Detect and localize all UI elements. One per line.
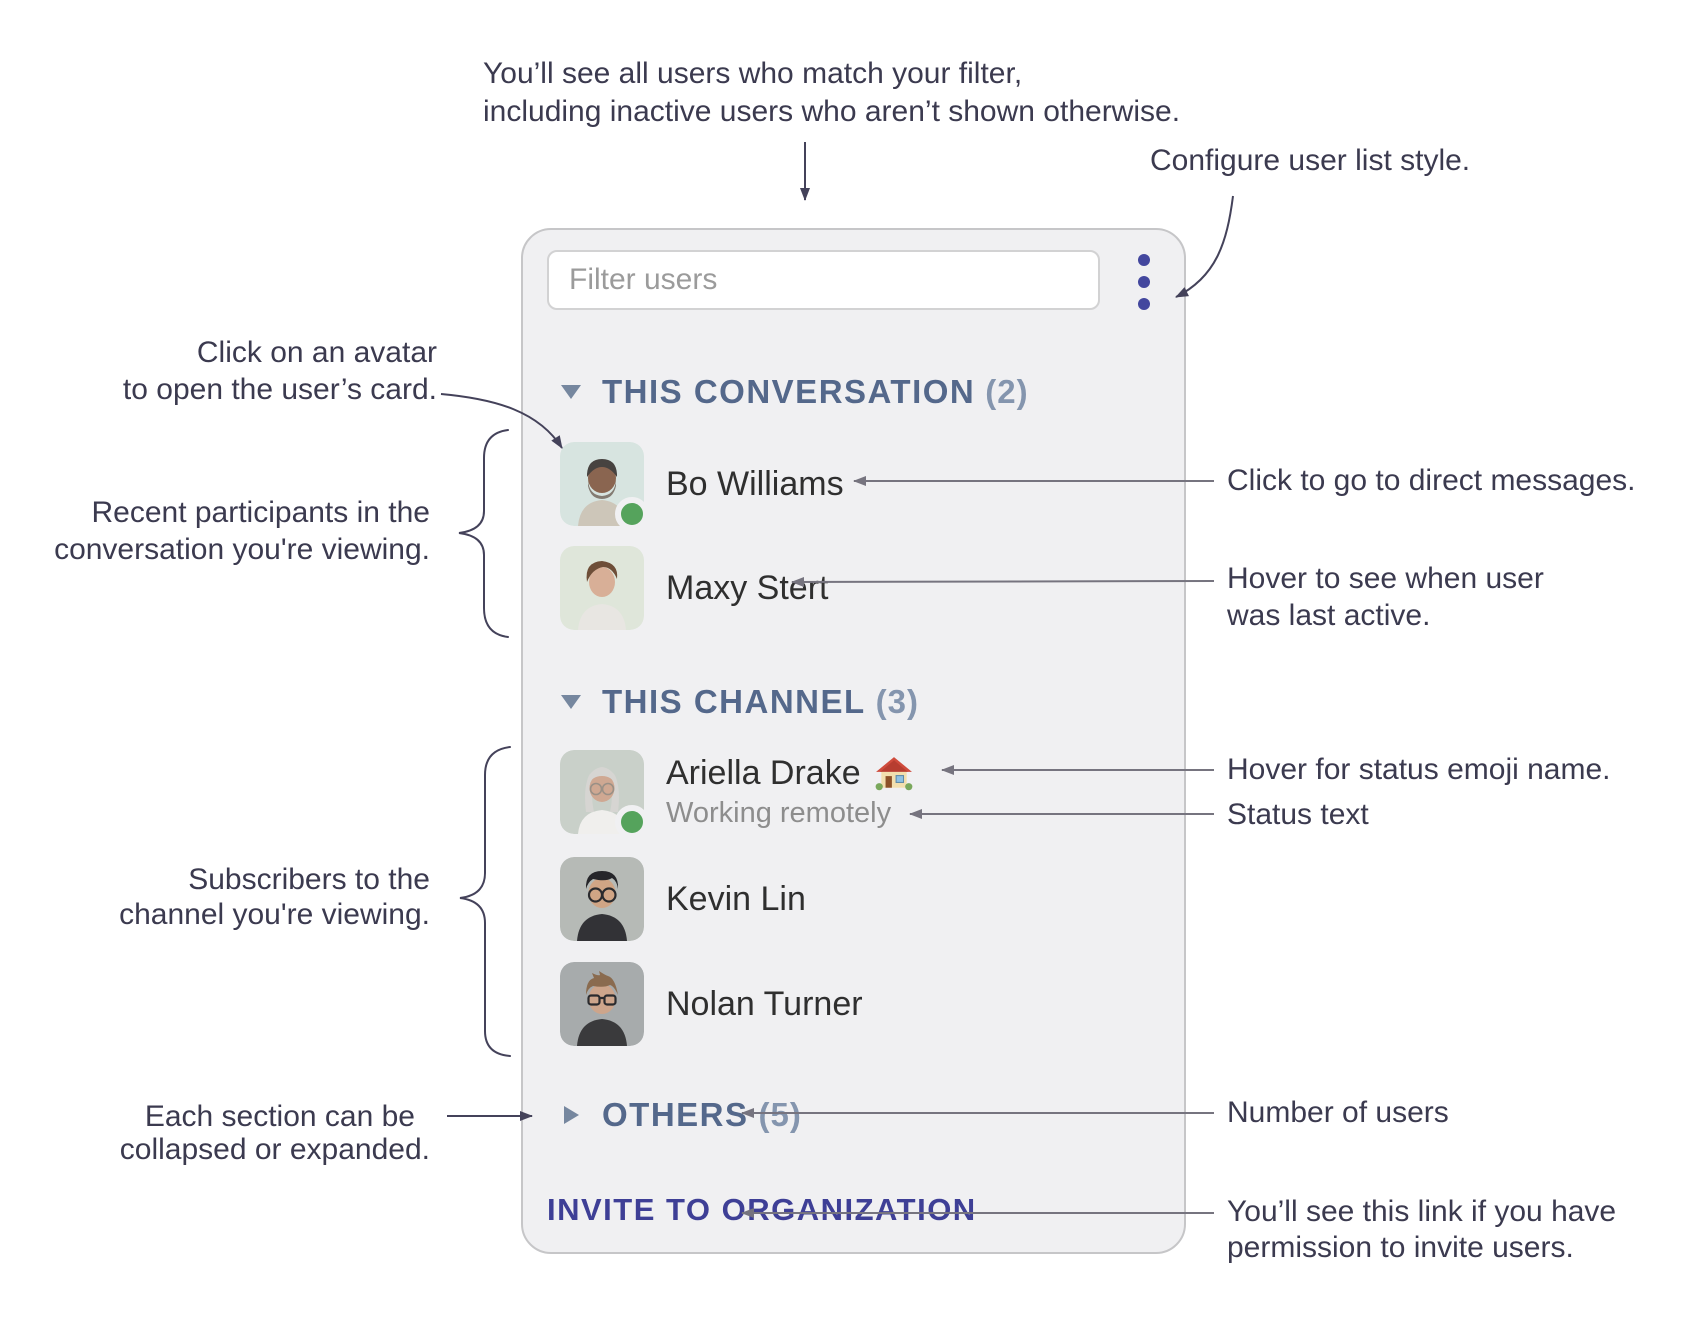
triangle-down-icon	[561, 695, 581, 709]
callout-emoji-note: Hover for status emoji name.	[1227, 753, 1611, 786]
callout-top-note-line2: including inactive users who aren’t show…	[483, 95, 1181, 128]
kebab-menu-icon	[1138, 298, 1150, 310]
section-header-this-channel[interactable]: THIS CHANNEL (3)	[560, 678, 919, 726]
user-name[interactable]: Maxy Stert	[666, 568, 829, 607]
callout-last-active-note-line2: was last active.	[1227, 599, 1431, 632]
callout-configure-note: Configure user list style.	[1150, 144, 1471, 177]
avatar[interactable]	[560, 750, 649, 839]
brace-recent-participants	[458, 429, 509, 638]
online-status-dot	[615, 497, 649, 531]
callout-recent-note-line2: conversation you're viewing.	[54, 533, 430, 566]
callout-last-active-note-line1: Hover to see when user	[1227, 562, 1544, 595]
section-count: (5)	[758, 1096, 802, 1133]
section-label: THIS CHANNEL	[602, 683, 866, 720]
invite-to-organization-link[interactable]: INVITE TO ORGANIZATION	[547, 1192, 977, 1227]
section-count: (3)	[875, 683, 920, 720]
filter-users-input[interactable]	[547, 250, 1100, 310]
section-header-others[interactable]: OTHERS (5)	[560, 1091, 802, 1139]
user-photo	[560, 857, 644, 941]
callout-top-note-line1: You’ll see all users who match your filt…	[483, 57, 1023, 90]
avatar[interactable]	[560, 546, 644, 630]
kebab-menu-icon	[1138, 254, 1150, 266]
triangle-right-icon	[564, 1106, 579, 1124]
triangle-down-icon	[561, 385, 581, 399]
callout-sections-note-line2: collapsed or expanded.	[119, 1133, 430, 1166]
section-label: OTHERS	[602, 1096, 749, 1133]
user-name[interactable]: Nolan Turner	[666, 984, 863, 1023]
house-status-emoji[interactable]	[875, 755, 913, 793]
user-row-bo-williams[interactable]: Bo Williams	[560, 442, 844, 531]
callout-subscribers-note-line1: Subscribers to the	[188, 863, 430, 896]
section-count: (2)	[985, 373, 1029, 410]
avatar[interactable]	[560, 857, 644, 941]
callout-subscribers-note-line2: channel you're viewing.	[119, 898, 430, 931]
brace-subscribers	[459, 746, 511, 1057]
callout-status-note: Status text	[1227, 798, 1369, 831]
section-header-this-conversation[interactable]: THIS CONVERSATION (2)	[560, 368, 1029, 416]
callout-avatar-note-line2: to open the user’s card.	[122, 373, 437, 406]
user-photo	[560, 546, 644, 630]
callout-sections-note-line1: Each section can be	[144, 1100, 415, 1133]
avatar[interactable]	[560, 962, 644, 1046]
user-row-maxy-stert[interactable]: Maxy Stert	[560, 546, 828, 630]
section-label: THIS CONVERSATION	[602, 373, 976, 410]
user-status-text: Working remotely	[666, 797, 892, 829]
callout-invite-note-line1: You’ll see this link if you have	[1227, 1195, 1617, 1228]
user-list-style-menu-button[interactable]	[1133, 254, 1155, 310]
user-list-panel: THIS CONVERSATION (2) Bo Williams Maxy	[521, 228, 1186, 1254]
user-name[interactable]: Ariella Drake	[666, 754, 861, 792]
kebab-menu-icon	[1138, 276, 1150, 288]
callout-recent-note-line1: Recent participants in the	[91, 496, 430, 529]
user-row-kevin-lin[interactable]: Kevin Lin	[560, 857, 806, 941]
callout-dm-note: Click to go to direct messages.	[1227, 464, 1636, 497]
user-photo	[560, 442, 644, 526]
callout-avatar-note-line1: Click on an avatar	[196, 336, 437, 369]
user-name[interactable]: Bo Williams	[666, 464, 844, 503]
user-row-nolan-turner[interactable]: Nolan Turner	[560, 962, 863, 1046]
callout-invite-note-line2: permission to invite users.	[1227, 1231, 1574, 1264]
avatar[interactable]	[560, 442, 649, 531]
user-name[interactable]: Kevin Lin	[666, 879, 806, 918]
online-status-dot	[615, 805, 649, 839]
callout-count-note: Number of users	[1227, 1096, 1449, 1129]
user-row-ariella-drake[interactable]: Ariella Drake Working remotely	[560, 750, 913, 839]
user-photo	[560, 962, 644, 1046]
